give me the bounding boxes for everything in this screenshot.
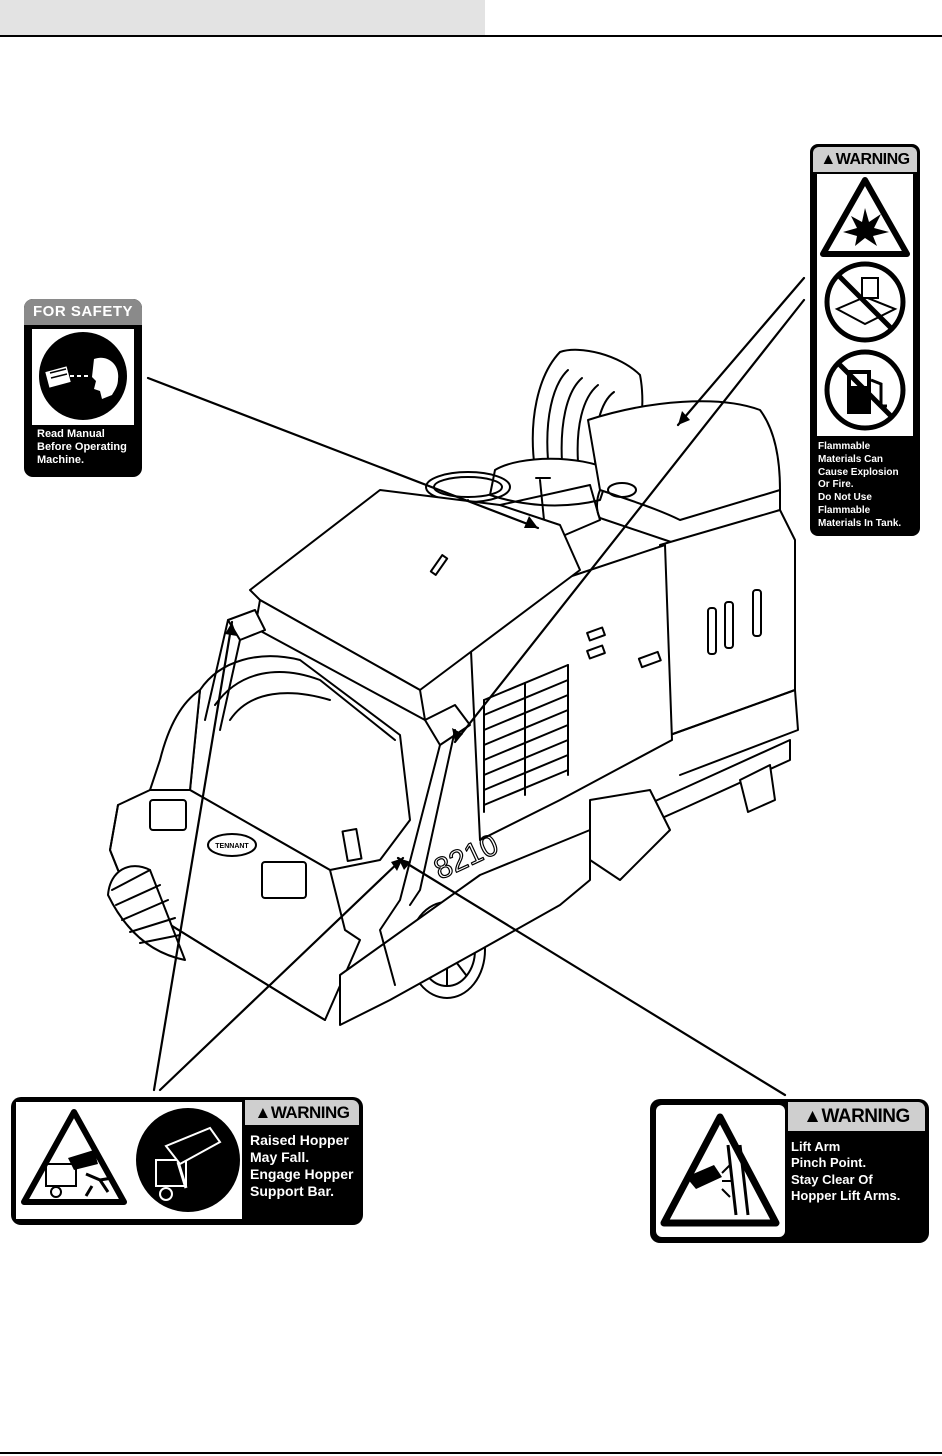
right-headlight	[261, 861, 307, 899]
for-safety-decal: FOR SAFETY Read Manual Before Operating …	[24, 299, 142, 477]
hopper-warning-pictograms	[16, 1102, 242, 1219]
warning-triangle-icon: ▲	[820, 151, 836, 168]
flammable-warning-text: Flammable Materials Can Cause Explosion …	[818, 441, 902, 529]
hopper-warning-header: ▲WARNING	[245, 1100, 359, 1125]
support-bar-icon	[136, 1108, 240, 1212]
hopper-front	[189, 655, 411, 871]
lift-arm-warning-header: ▲WARNING	[788, 1102, 925, 1131]
brand-badge-text: TENNANT	[215, 843, 249, 850]
for-safety-title: FOR SAFETY	[24, 299, 142, 325]
explosion-icon	[820, 177, 910, 257]
flammable-warning-signal: WARNING	[835, 151, 910, 168]
flammable-warning-pictograms	[817, 174, 913, 436]
footer-rule	[0, 1452, 942, 1454]
hopper-warning-signal: WARNING	[270, 1103, 350, 1122]
lift-arm-warning-decal: ▲WARNING Lift Arm Pinch Point. Stay Clea…	[650, 1099, 929, 1243]
fuel-cap	[607, 482, 637, 498]
side-broom	[107, 865, 186, 961]
page-header-bar	[0, 0, 485, 35]
lift-arm-warning-signal: WARNING	[821, 1106, 910, 1127]
leader-lines	[146, 276, 806, 1097]
no-flammable-icon	[824, 261, 906, 343]
hopper-warning-decal: ▲WARNING Raised Hopper May Fall. Engage …	[11, 1097, 363, 1225]
vent-grille	[483, 664, 569, 813]
flammable-warning-header: ▲WARNING	[813, 147, 917, 172]
for-safety-text: Read Manual Before Operating Machine.	[37, 428, 127, 467]
hopper-warning-text: Raised Hopper May Fall. Engage Hopper Su…	[250, 1132, 354, 1200]
leader-arrowheads	[225, 411, 690, 871]
no-fuel-pump-icon	[824, 349, 906, 431]
header-rule	[0, 35, 942, 37]
brand-badge: TENNANT	[207, 833, 257, 857]
pinch-point-icon	[656, 1105, 785, 1237]
hopper-fall-icon	[21, 1109, 127, 1205]
lift-arm-warning-text: Lift Arm Pinch Point. Stay Clear Of Hopp…	[791, 1139, 901, 1203]
flammable-warning-decal: ▲WARNING Flammable Materials Can Cause	[810, 144, 920, 536]
left-headlight	[149, 799, 187, 831]
right-lift-arm	[424, 704, 471, 746]
warning-triangle-icon: ▲	[254, 1103, 272, 1122]
read-manual-icon	[32, 329, 134, 425]
right-body-panel	[659, 509, 796, 736]
warning-triangle-icon: ▲	[803, 1106, 822, 1127]
